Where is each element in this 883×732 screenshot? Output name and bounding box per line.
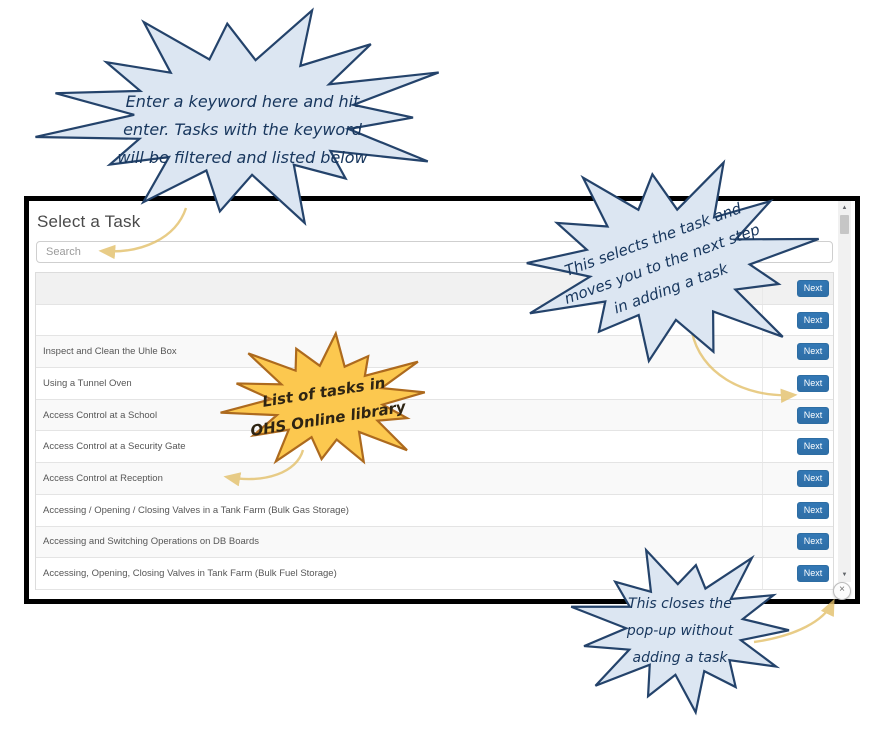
- table-row: Accessing / Opening / Closing Valves in …: [36, 494, 833, 527]
- task-name: [36, 273, 763, 304]
- table-row: Next: [36, 304, 833, 337]
- starburst-shape: [35, 10, 438, 222]
- annotation-line: will be filtered and listed below: [117, 148, 368, 167]
- task-action-cell: Next: [763, 431, 833, 462]
- task-action-cell: Next: [763, 495, 833, 526]
- scrollbar[interactable]: ▲ ▼: [838, 201, 851, 582]
- scroll-down-icon[interactable]: ▼: [841, 572, 848, 578]
- next-button[interactable]: Next: [797, 469, 829, 487]
- task-name: Access Control at a School: [36, 399, 763, 431]
- search-input[interactable]: [36, 241, 833, 263]
- task-action-cell: Next: [763, 558, 833, 589]
- scrollbar-thumb[interactable]: [840, 215, 849, 234]
- task-action-cell: Next: [763, 305, 833, 336]
- annotation-line: adding a task: [632, 649, 728, 666]
- table-row: Access Control at Reception Next: [36, 463, 833, 495]
- task-name: Accessing, Opening, Closing Valves in Ta…: [36, 558, 763, 589]
- annotation-line: Enter a keyword here and hit: [125, 92, 360, 111]
- task-action-cell: Next: [763, 336, 833, 367]
- table-row: Inspect and Clean the Uhle Box Next: [36, 336, 833, 369]
- next-button[interactable]: Next: [797, 533, 829, 551]
- page-title: Select a Task: [37, 212, 141, 231]
- table-row: Access Control at a Security Gate Next: [36, 431, 833, 464]
- task-action-cell: Next: [763, 400, 833, 431]
- task-name: [36, 304, 763, 336]
- task-action-cell: Next: [763, 368, 833, 399]
- annotation-line: pop-up without: [626, 622, 734, 639]
- task-name: Access Control at Reception: [36, 463, 763, 494]
- next-button[interactable]: Next: [797, 565, 829, 583]
- task-name: Using a Tunnel Oven: [36, 368, 763, 399]
- task-name: Inspect and Clean the Uhle Box: [36, 336, 763, 368]
- table-row: Accessing and Switching Operations on DB…: [36, 526, 833, 559]
- task-action-cell: Next: [763, 527, 833, 558]
- next-button[interactable]: Next: [797, 438, 829, 456]
- table-row: Next: [36, 273, 833, 305]
- scroll-up-icon[interactable]: ▲: [841, 205, 848, 211]
- close-icon: ×: [839, 584, 845, 595]
- next-button[interactable]: Next: [797, 501, 829, 519]
- close-button[interactable]: ×: [833, 582, 851, 600]
- next-button[interactable]: Next: [797, 374, 829, 392]
- task-name: Accessing and Switching Operations on DB…: [36, 526, 763, 558]
- next-button[interactable]: Next: [797, 311, 829, 329]
- task-action-cell: Next: [763, 463, 833, 494]
- table-row: Using a Tunnel Oven Next: [36, 368, 833, 400]
- arrow-to-close: [753, 598, 835, 644]
- task-name: Accessing / Opening / Closing Valves in …: [36, 494, 763, 526]
- annotation-line: enter. Tasks with the keyword: [123, 120, 362, 139]
- next-button[interactable]: Next: [797, 279, 829, 297]
- task-name: Access Control at a Security Gate: [36, 431, 763, 463]
- table-row: Access Control at a School Next: [36, 399, 833, 432]
- table-row: Accessing, Opening, Closing Valves in Ta…: [36, 558, 833, 590]
- next-button[interactable]: Next: [797, 406, 829, 424]
- next-button[interactable]: Next: [797, 343, 829, 361]
- task-action-cell: Next: [763, 273, 833, 304]
